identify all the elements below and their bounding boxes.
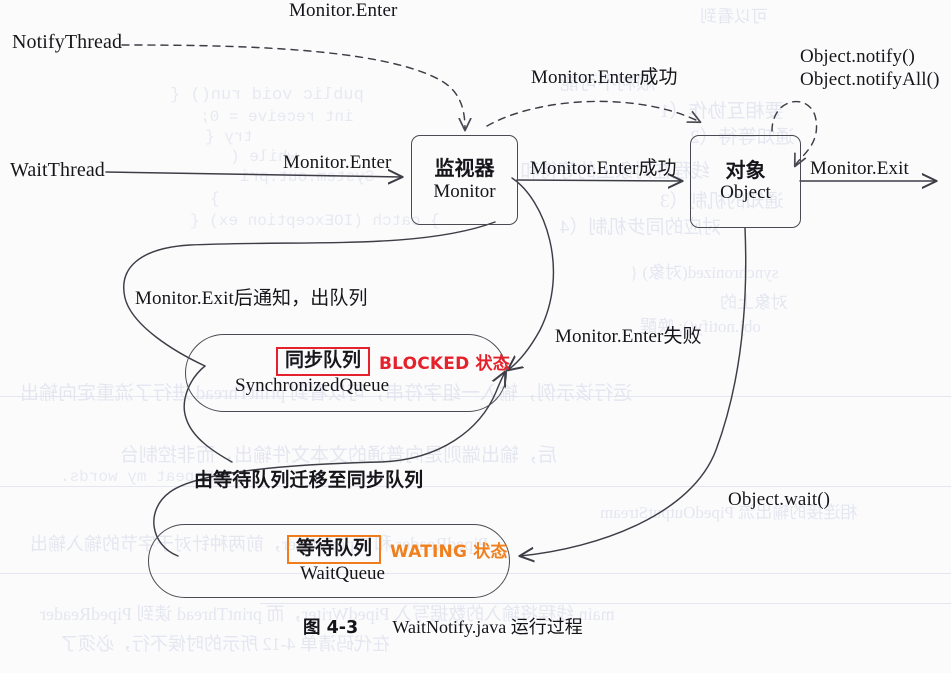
edge-object-wait bbox=[520, 227, 747, 556]
edge-label-object-wait: Object.wait() bbox=[728, 489, 831, 510]
edge-label-migrate-wait-to-sync: 由等待队列迁移至同步队列 bbox=[194, 469, 424, 491]
edge-label-monitor-enter-wait: Monitor.Enter bbox=[283, 152, 392, 173]
page-rule bbox=[260, 603, 951, 604]
queue-wait bbox=[148, 524, 510, 598]
queue-wait-row: 等待队列 WATING 状态 bbox=[287, 535, 508, 564]
edge-label-monitor-enter-success-solid: Monitor.Enter成功 bbox=[530, 158, 677, 179]
edge-label-object-notify-all: Object.notifyAll() bbox=[800, 69, 940, 90]
queue-synchronized-state: BLOCKED 状态 bbox=[379, 353, 510, 374]
node-object: 对象 Object bbox=[690, 135, 801, 228]
node-monitor-cn: 监视器 bbox=[434, 156, 495, 180]
queue-synchronized bbox=[185, 334, 507, 412]
page-rule bbox=[0, 486, 951, 487]
edge-label-object-notify: Object.notify() bbox=[800, 46, 915, 67]
node-monitor: 监视器 Monitor bbox=[411, 135, 518, 225]
edge-waitthread-monitor bbox=[105, 172, 402, 177]
edge-label-monitor-enter-success-dashed: Monitor.Enter成功 bbox=[531, 67, 678, 88]
edge-label-monitor-exit-notify-dequeue: Monitor.Exit后通知，出队列 bbox=[135, 288, 368, 309]
node-object-cn: 对象 bbox=[725, 157, 766, 182]
figure-caption: 图 4-3 WaitNotify.java 运行过程 bbox=[303, 613, 583, 639]
node-monitor-en: Monitor bbox=[433, 180, 496, 202]
edge-monitor-object-solid bbox=[516, 180, 682, 181]
queue-synchronized-row: 同步队列 BLOCKED 状态 bbox=[276, 347, 510, 376]
queue-synchronized-cn: 同步队列 bbox=[276, 347, 371, 376]
actor-notifythread: NotifyThread bbox=[12, 31, 123, 53]
node-object-en: Object bbox=[720, 182, 771, 204]
figure-caption-text: WaitNotify.java 运行过程 bbox=[392, 617, 583, 637]
queue-wait-en: WaitQueue bbox=[300, 563, 385, 584]
edge-monitor-exit-dequeue bbox=[123, 221, 496, 367]
queue-wait-state: WATING 状态 bbox=[390, 541, 508, 562]
queue-synchronized-en: SynchronizedQueue bbox=[235, 375, 390, 396]
edge-notifythread-monitor bbox=[121, 44, 465, 130]
edge-object-notify-loop bbox=[771, 100, 818, 166]
edge-monitor-enter-fail bbox=[508, 177, 555, 370]
edge-label-monitor-enter-top: Monitor.Enter bbox=[289, 0, 398, 21]
edge-label-monitor-exit: Monitor.Exit bbox=[810, 158, 909, 179]
edge-label-monitor-enter-fail: Monitor.Enter失败 bbox=[555, 326, 702, 347]
queue-wait-cn: 等待队列 bbox=[287, 535, 382, 564]
figure-caption-number: 图 4-3 bbox=[303, 618, 359, 638]
actor-waitthread: WaitThread bbox=[10, 159, 105, 181]
edge-monitor-object-dashed bbox=[486, 100, 700, 127]
